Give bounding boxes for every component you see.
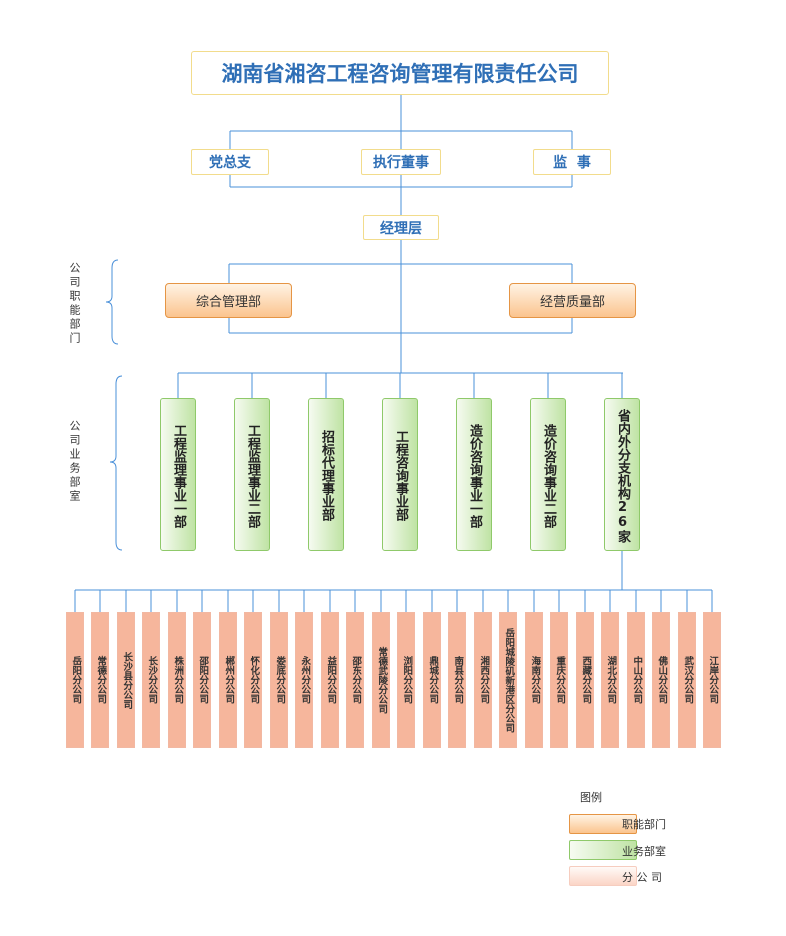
functional-brace xyxy=(105,259,119,345)
legend-label-branch: 分 公 司 xyxy=(622,871,662,884)
branch-box: 娄底分公司 xyxy=(270,612,288,748)
branch-box: 湘西分公司 xyxy=(474,612,492,748)
branch-box: 常德武陵分公司 xyxy=(372,612,390,748)
branch-box: 常德分公司 xyxy=(91,612,109,748)
branch-box: 岳阳城陵矶新港区分公司 xyxy=(499,612,517,748)
branch-box: 西藏分公司 xyxy=(576,612,594,748)
business-brace xyxy=(109,375,123,551)
functional-dept-2: 经营质量部 xyxy=(509,283,636,318)
branch-box: 湖北分公司 xyxy=(601,612,619,748)
branch-box: 重庆分公司 xyxy=(550,612,568,748)
business-dept-box: 省内外分支机构26家 xyxy=(604,398,640,551)
branch-box: 长沙县分公司 xyxy=(117,612,135,748)
business-label: 公司业务部室 xyxy=(68,420,81,504)
branch-box: 邵东分公司 xyxy=(346,612,364,748)
business-dept-box: 造价咨询事业一部 xyxy=(456,398,492,551)
executive-director-box: 执行董事 xyxy=(361,149,441,175)
functional-label: 公司职能部门 xyxy=(68,262,81,346)
legend-swatch-functional xyxy=(569,814,637,834)
branch-box: 鼎城分公司 xyxy=(423,612,441,748)
branch-box: 邵阳分公司 xyxy=(193,612,211,748)
management-box: 经理层 xyxy=(363,215,439,240)
branch-box: 海南分公司 xyxy=(525,612,543,748)
branch-box: 南县分公司 xyxy=(448,612,466,748)
branch-box: 岳阳分公司 xyxy=(66,612,84,748)
legend-title: 图例 xyxy=(580,791,602,804)
party-branch-box: 党总支 xyxy=(191,149,269,175)
branch-box: 怀化分公司 xyxy=(244,612,262,748)
branch-box: 永州分公司 xyxy=(295,612,313,748)
legend-label-functional: 职能部门 xyxy=(622,818,666,831)
branch-box: 江岸分公司 xyxy=(703,612,721,748)
branch-box: 武汉分公司 xyxy=(678,612,696,748)
functional-dept-1: 综合管理部 xyxy=(165,283,292,318)
legend-label-business: 业务部室 xyxy=(622,845,666,858)
business-dept-box: 工程监理事业二部 xyxy=(234,398,270,551)
supervisor-box: 监 事 xyxy=(533,149,611,175)
legend-swatch-business xyxy=(569,840,637,860)
branch-box: 浏阳分公司 xyxy=(397,612,415,748)
branch-box: 中山分公司 xyxy=(627,612,645,748)
business-dept-box: 工程咨询事业部 xyxy=(382,398,418,551)
business-dept-box: 造价咨询事业二部 xyxy=(530,398,566,551)
branch-box: 益阳分公司 xyxy=(321,612,339,748)
legend-swatch-branch xyxy=(569,866,637,886)
branch-box: 佛山分公司 xyxy=(652,612,670,748)
branch-box: 郴州分公司 xyxy=(219,612,237,748)
business-dept-box: 工程监理事业一部 xyxy=(160,398,196,551)
branch-box: 长沙分公司 xyxy=(142,612,160,748)
branch-box: 株洲分公司 xyxy=(168,612,186,748)
business-dept-box: 招标代理事业部 xyxy=(308,398,344,551)
company-title: 湖南省湘咨工程咨询管理有限责任公司 xyxy=(191,51,609,95)
